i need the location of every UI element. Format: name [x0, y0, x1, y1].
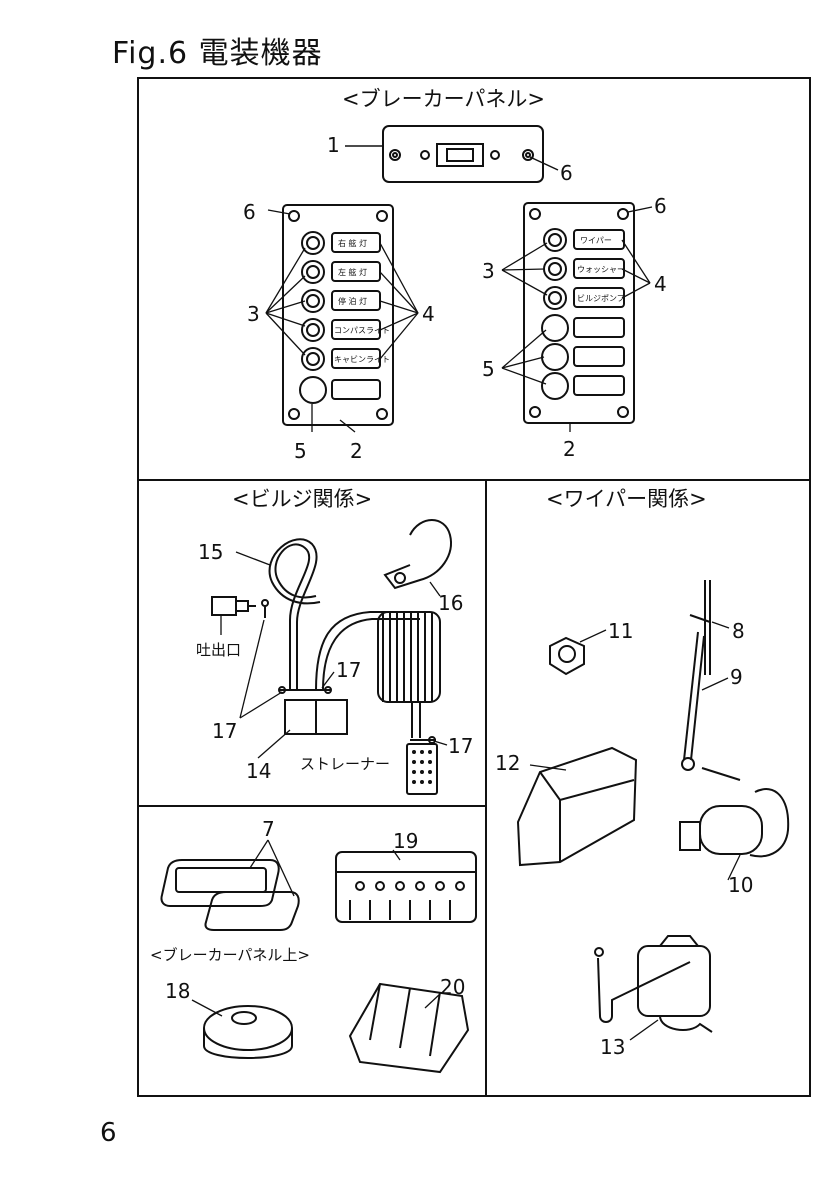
- switch-label-anchor: 停 泊 灯: [338, 296, 367, 306]
- callout-6-left: 6: [243, 200, 256, 224]
- callout-7: 7: [262, 817, 275, 841]
- callout-9: 9: [730, 665, 743, 689]
- callout-2-right: 2: [563, 437, 576, 461]
- callout-3-right: 3: [482, 259, 495, 283]
- callout-14: 14: [246, 759, 271, 783]
- leaders-bilge: [220, 551, 448, 759]
- wiper-parts: [516, 580, 790, 1033]
- strainer-holes: [412, 750, 432, 784]
- switch-label-wiper: ワイパー: [580, 236, 612, 245]
- leaders-left-panel: [265, 209, 419, 433]
- callout-6-right: 6: [654, 194, 667, 218]
- callout-3-left: 3: [247, 302, 260, 326]
- wiper-heading: <ワイパー関係>: [546, 487, 707, 511]
- switch-label-compass: コンパスライト: [334, 326, 390, 335]
- callout-12: 12: [495, 751, 520, 775]
- callout-18: 18: [165, 979, 190, 1003]
- callout-1: 1: [327, 133, 340, 157]
- switch-label-bilge-pump: ビルジポンプ: [577, 294, 625, 303]
- callout-16: 16: [438, 591, 463, 615]
- callout-10: 10: [728, 873, 753, 897]
- callout-4-left: 4: [422, 302, 435, 326]
- callout-5-left: 5: [294, 439, 307, 463]
- callout-6-top: 6: [560, 161, 573, 185]
- callout-2-left: 2: [350, 439, 363, 463]
- switch-label-washer: ウォッシャー: [577, 265, 625, 274]
- callout-19: 19: [393, 829, 418, 853]
- frame: [137, 77, 811, 1097]
- callout-20: 20: [440, 975, 465, 999]
- small-breaker-panel: [382, 125, 544, 183]
- outlet-label: 吐出口: [196, 641, 241, 659]
- leaders-right-panel: [501, 206, 653, 432]
- callout-17-a: 17: [336, 658, 361, 682]
- callout-17-b: 17: [212, 719, 237, 743]
- figure-title: Fig.6 電装機器: [112, 36, 323, 71]
- callout-15: 15: [198, 540, 223, 564]
- hose-clamp: [383, 519, 452, 590]
- callout-13: 13: [600, 1035, 625, 1059]
- panel-top-heading: <ブレーカーパネル上>: [150, 946, 310, 964]
- breaker-panel-heading: <ブレーカーパネル>: [342, 87, 545, 111]
- breaker-panel-left: [282, 204, 394, 426]
- panel-top-parts: [160, 851, 477, 1074]
- breaker-panel-right: [523, 202, 635, 424]
- callout-11: 11: [608, 619, 633, 643]
- page-number: 6: [100, 1118, 117, 1148]
- leaders-wiper: [529, 621, 741, 1041]
- leaders-panel-top: [191, 839, 441, 1017]
- bilge-hose: [211, 538, 441, 795]
- switch-label-starboard: 右 舷 灯: [338, 238, 367, 248]
- callout-17-c: 17: [448, 734, 473, 758]
- callout-4-right: 4: [654, 272, 667, 296]
- callout-5-right: 5: [482, 357, 495, 381]
- callout-8: 8: [732, 619, 745, 643]
- switch-label-cabin: キャビンライト: [334, 355, 390, 364]
- strainer-label: ストレーナー: [300, 755, 390, 773]
- switch-label-port: 左 舷 灯: [338, 267, 367, 277]
- bilge-heading: <ビルジ関係>: [232, 487, 372, 511]
